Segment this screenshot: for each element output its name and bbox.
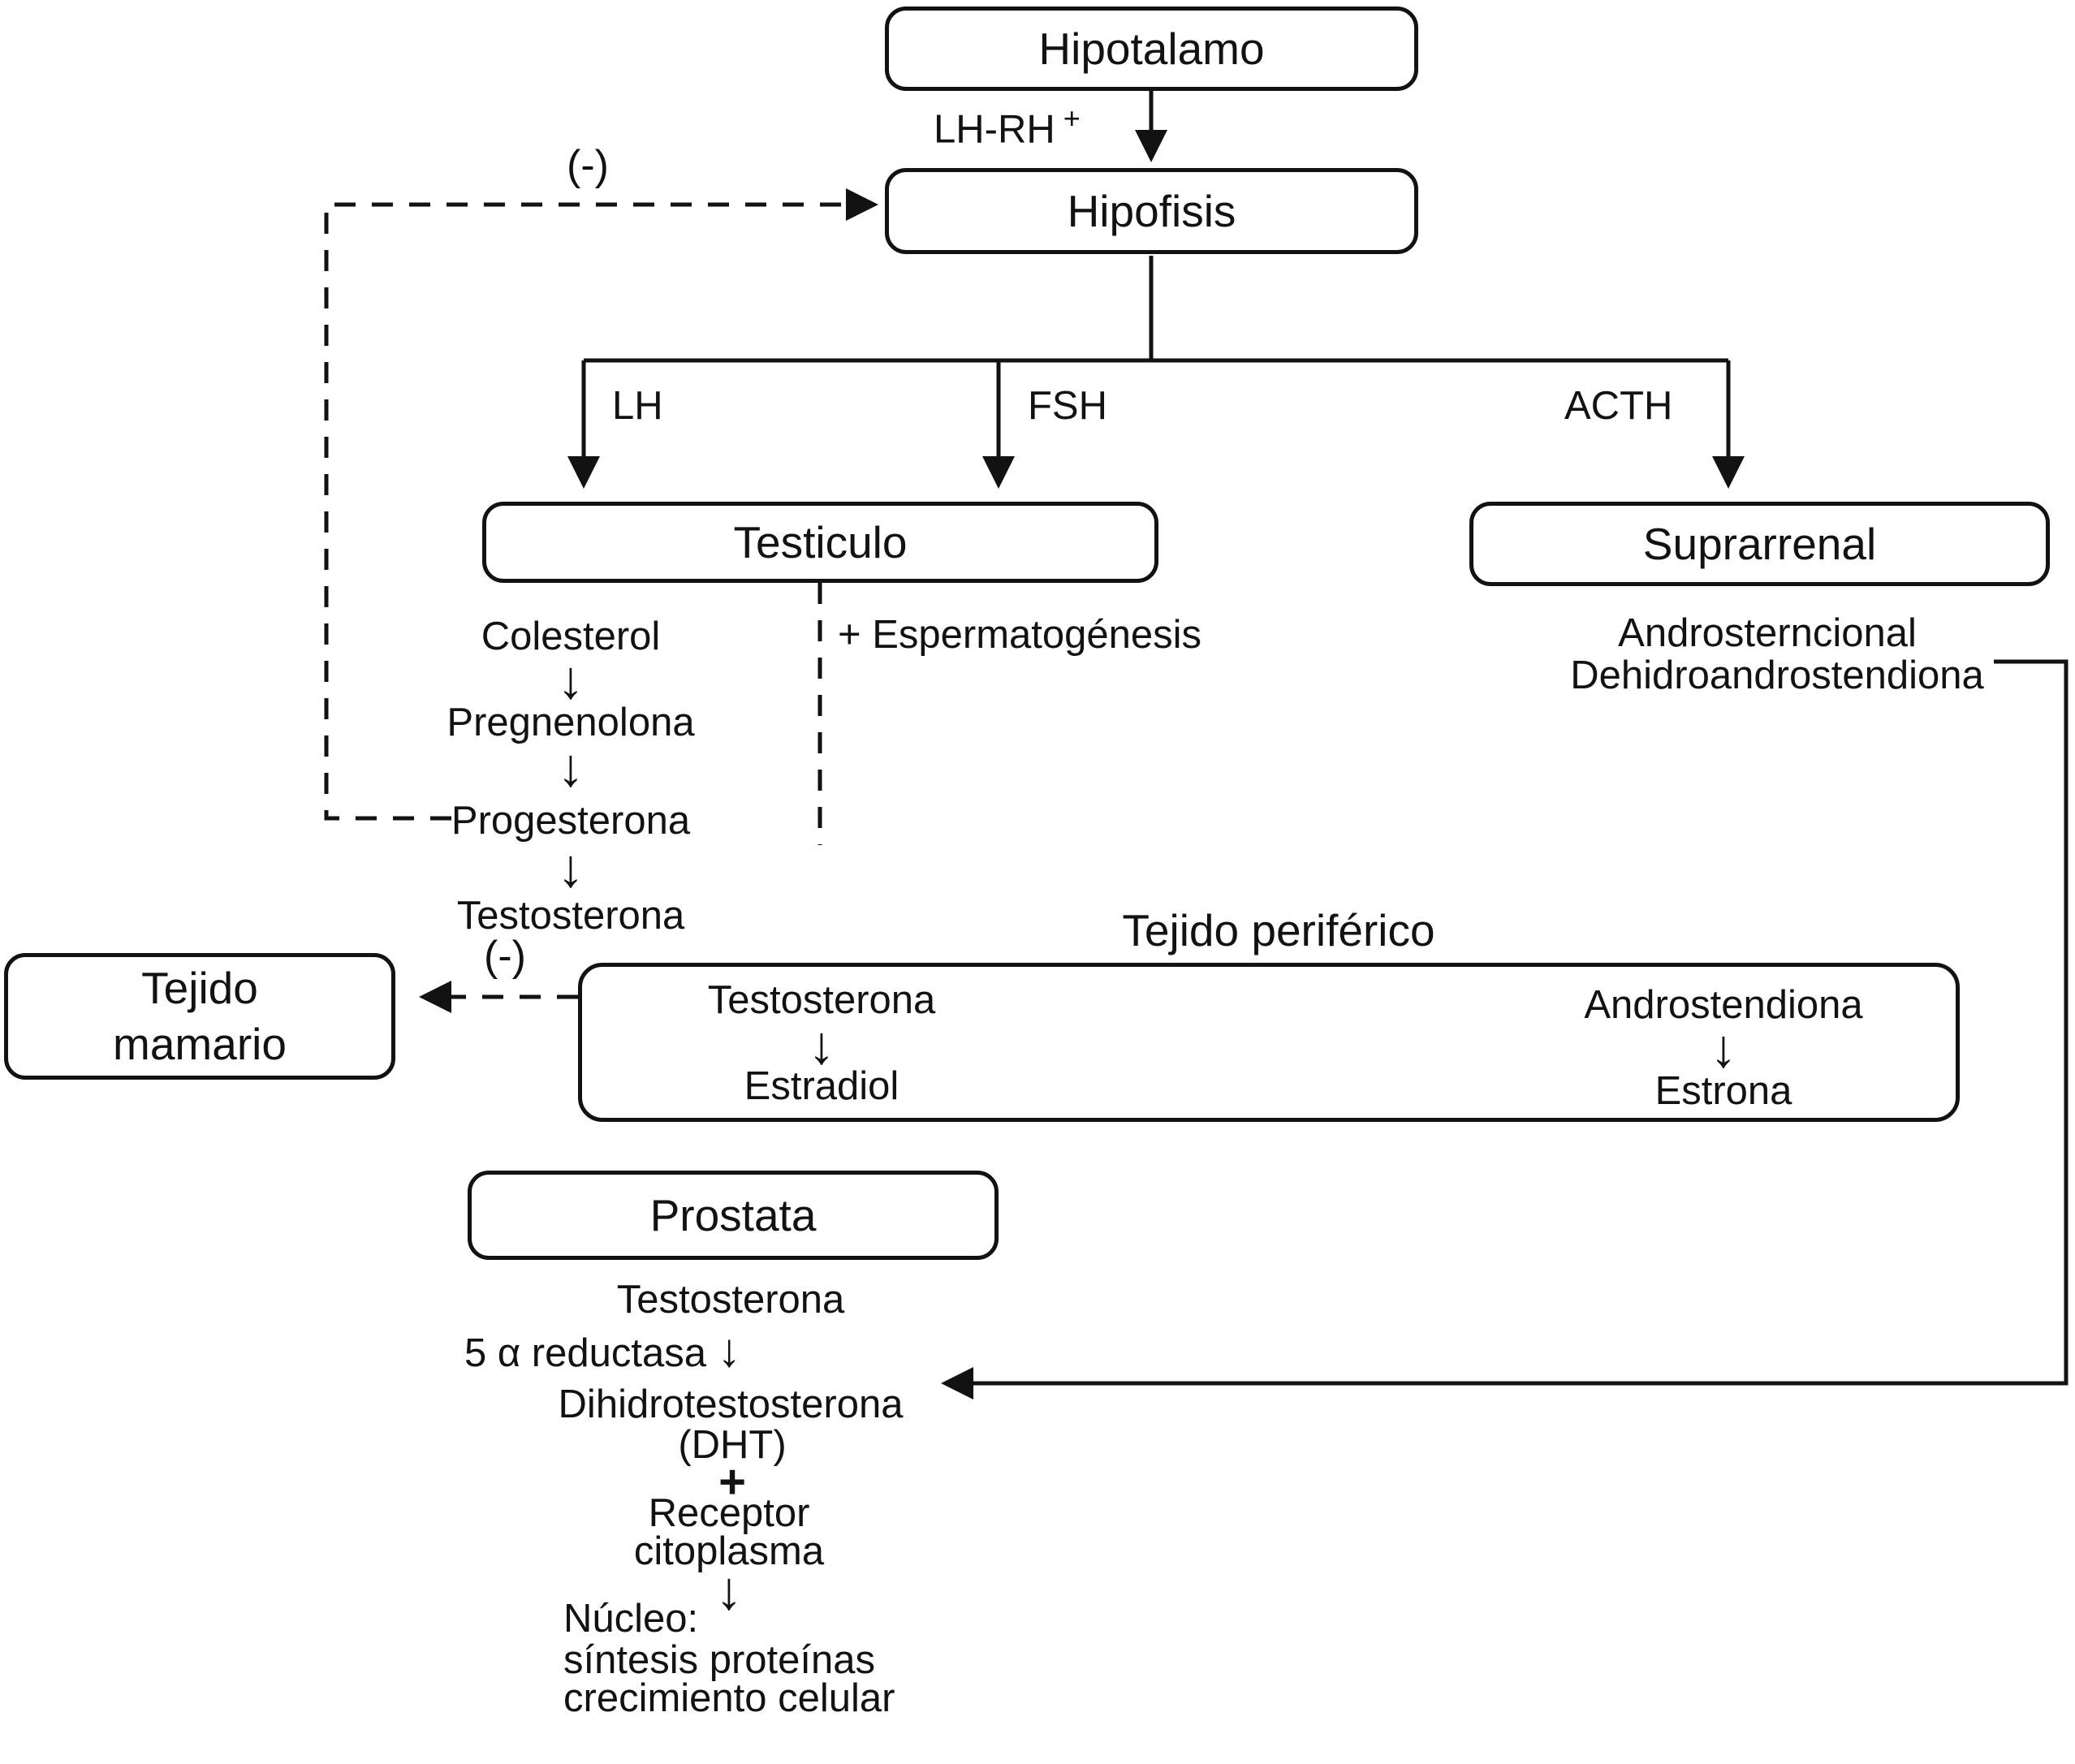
label-dehidroandrostendiona: Dehidroandrostendiona	[1570, 653, 1984, 697]
tejido-periferico-title: Tejido periférico	[1122, 905, 1435, 955]
label-lh: LH	[612, 384, 663, 428]
box-tejido-periferico	[578, 963, 1960, 1122]
prostata-crecimiento: crecimiento celular	[563, 1676, 895, 1720]
prostata-enzyme: 5 α reductasa ↓	[464, 1324, 741, 1377]
periferico-androstendiona: Androstendiona	[1584, 983, 1863, 1027]
down-arrow-icon: ↓	[557, 838, 585, 898]
label-acth: ACTH	[1564, 384, 1673, 428]
down-arrow-icon: ↓	[557, 649, 585, 709]
chain-pregnenolona: Pregnenolona	[446, 701, 695, 744]
box-tejido-mamario: Tejido mamario	[4, 953, 395, 1080]
box-tejido-mamario-label: Tejido mamario	[113, 963, 287, 1069]
label-androsterncional: Androsterncional	[1618, 611, 1917, 655]
down-arrow-icon: ↓	[717, 1324, 741, 1377]
label-negative-feedback-mamario: (-)	[484, 933, 526, 980]
box-prostata-label: Prostata	[649, 1189, 817, 1240]
label-espermatogenesis: + Espermatogénesis	[838, 613, 1202, 657]
chain-colesterol: Colesterol	[481, 615, 661, 658]
label-lhrh: LH-RH+	[934, 101, 1081, 152]
box-hipotalamo-label: Hipotalamo	[1038, 23, 1265, 74]
down-arrow-icon: ↓	[808, 1015, 835, 1075]
chain-progesterona: Progesterona	[451, 799, 691, 843]
label-lhrh-plus: +	[1063, 101, 1081, 135]
prostata-receptor: Receptor	[648, 1491, 810, 1535]
label-fsh: FSH	[1028, 384, 1107, 428]
periferico-testosterona: Testosterona	[707, 978, 936, 1022]
periferico-estradiol: Estradiol	[744, 1064, 899, 1108]
box-hipotalamo: Hipotalamo	[885, 6, 1418, 91]
prostata-testosterona: Testosterona	[616, 1278, 845, 1322]
down-arrow-icon: ↓	[715, 1560, 743, 1620]
dashed-feedback-progesterona-to-hipofisis	[324, 188, 878, 821]
prostata-dht: Dihidrotestosterona	[558, 1382, 904, 1426]
box-hipofisis: Hipofisis	[885, 168, 1418, 254]
prostata-citoplasma: citoplasma	[633, 1529, 825, 1573]
box-testiculo: Testiculo	[482, 502, 1158, 583]
box-suprarrenal-label: Suprarrenal	[1642, 518, 1877, 569]
box-testiculo-label: Testiculo	[733, 516, 908, 567]
arrow-suprarrenal-route-to-dht	[941, 659, 2069, 1400]
periferico-estrona: Estrona	[1654, 1069, 1792, 1113]
label-negative-feedback-top: (-)	[567, 142, 609, 189]
prostata-dht-abbr: (DHT)	[678, 1423, 787, 1467]
box-suprarrenal: Suprarrenal	[1469, 502, 2050, 586]
box-prostata: Prostata	[468, 1171, 999, 1260]
prostata-plus: +	[718, 1456, 746, 1508]
prostata-nucleo: Núcleo:	[563, 1597, 699, 1641]
box-hipofisis-label: Hipofisis	[1067, 185, 1236, 236]
chain-testosterona: Testosterona	[456, 894, 685, 938]
down-arrow-icon: ↓	[1710, 1018, 1737, 1078]
down-arrow-icon: ↓	[557, 737, 585, 797]
prostata-sintesis: síntesis proteínas	[563, 1638, 876, 1682]
